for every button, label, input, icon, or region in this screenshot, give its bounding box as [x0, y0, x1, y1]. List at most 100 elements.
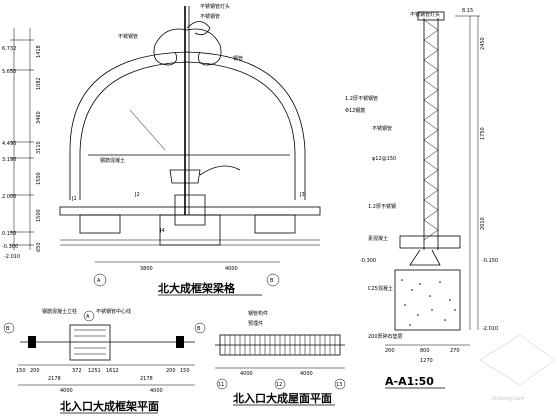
mark-j2: J2 [134, 192, 140, 198]
section-cap [399, 235, 461, 249]
section-callout-7: C25混凝土 [368, 285, 393, 292]
section-scale-dim-1: 2450 [480, 37, 486, 50]
section-callout-4: φ12@150 [372, 156, 396, 162]
dim-1082: 1082 [36, 77, 42, 90]
level-2000: 2.000 [2, 194, 16, 200]
level-0300: -0.300 [2, 244, 18, 250]
section-view: 8.15 2450 1750 2010 不锈钢管灯头 1.2厚不锈钢管 Φ12钢… [345, 8, 498, 389]
callout-4: 钢管 [233, 55, 243, 62]
plan1-dim-150b: 150 [180, 368, 190, 374]
plan1-dim-1251: 1251 [88, 368, 101, 374]
level-6732: 6.732 [2, 46, 16, 52]
diag-callout [129, 109, 166, 151]
elevation-title: 北大成框架梁格 [158, 281, 236, 295]
plan2-dim-b: 4000 [300, 371, 313, 377]
plan1-title: 北入口大成框架平面 [60, 399, 159, 413]
section-title: A-A1:50 [385, 375, 434, 388]
callout-5: 钢筋混凝土 [100, 157, 125, 164]
section-neck [409, 249, 441, 266]
base-grid [60, 239, 320, 246]
bottom-dim-4000: 4000 [225, 266, 238, 272]
section-callout-2: Φ12钢筋 [345, 107, 365, 114]
dim-1500b: 1500 [36, 209, 42, 222]
inner-arch [79, 61, 296, 200]
plan2-axis-1: 11 [218, 382, 224, 388]
plan2-callout-1: 钢管构件 [248, 310, 268, 317]
water-arc [199, 165, 241, 176]
dim-3110: 3110 [36, 141, 42, 154]
plan1-center-box [69, 324, 111, 361]
plan1-post-right [176, 336, 184, 348]
section-left-dim-1: -0.300 [360, 258, 376, 264]
plan1-axis-circle-left [3, 322, 15, 334]
plan1-axis-right: B [197, 326, 201, 332]
axis-circle-a [93, 273, 107, 287]
mark-j4: J4 [159, 228, 165, 234]
plan1-view: B A B 钢筋混凝土立柱 不锈钢管中心线 150 200 372 1251 1… [3, 308, 206, 414]
mast-cap [417, 11, 445, 21]
section-dim-800: 800 [420, 348, 430, 354]
plan1-axis-left: B [6, 326, 10, 332]
plan2-axis-circle-1 [216, 378, 228, 390]
plan1-dim-150: 150 [16, 368, 26, 374]
plan2-axis-circle-2 [274, 378, 286, 390]
ground-beam [59, 206, 321, 216]
plan1-dim-1612: 1612 [106, 368, 119, 374]
plan1-axis-mid: A [86, 314, 90, 320]
plan2-view: 钢管构件 预埋件 4000 4000 11 12 13 北入口大成屋面平面 [215, 310, 346, 406]
plan1-axis-circle-mid [83, 310, 95, 322]
plan1-total-2: 4000 [150, 388, 163, 394]
section-callout-6: 素混凝土 [368, 235, 388, 242]
section-right-dim-2: -2.010 [482, 326, 498, 332]
footing-stipple [401, 279, 456, 326]
leaf-ornament [186, 21, 211, 36]
plan1-total: 4000 [60, 388, 73, 394]
watermark-text: zhulong.com [492, 396, 524, 402]
plan2-title: 北入口大成屋面平面 [233, 391, 332, 405]
level-2010: -2.010 [4, 254, 20, 260]
pedestal [174, 194, 206, 226]
section-dim-270: 270 [450, 348, 460, 354]
bottom-dim-3800: 3800 [140, 266, 153, 272]
section-dim-200: 200 [385, 348, 395, 354]
elevation-view: 6.732 5.650 4.490 3.190 2.000 0.150 -0.3… [2, 3, 321, 296]
plan2-hatch [224, 335, 336, 355]
left-dim-ticks [10, 39, 34, 246]
plan1-dim-372: 372 [72, 368, 82, 374]
section-scale-dim-3: 2010 [480, 217, 486, 230]
section-top-dim: 8.15 [462, 8, 473, 14]
section-right-dim-1: -0.150 [482, 258, 498, 264]
dim-650: 650 [36, 242, 42, 252]
plan1-axis-circle-right [194, 322, 206, 334]
mark-j1: J1 [71, 196, 77, 202]
level-4490: 4.490 [2, 141, 16, 147]
plan1-dim-2178a: 2178 [48, 376, 61, 382]
plan1-dim-200b: 200 [166, 368, 176, 374]
footing-right [254, 214, 296, 234]
section-callout-8: 200厚碎石垫层 [368, 333, 403, 340]
scroll-right [186, 28, 222, 66]
watermark-logo [479, 334, 556, 386]
section-callout-3: 不锈钢管 [372, 125, 392, 132]
footing-center [159, 214, 221, 246]
fountain-bowl [169, 169, 201, 184]
watermark: zhulong.com [479, 334, 556, 402]
dim-1418: 1418 [36, 45, 42, 58]
plan1-post-left [28, 336, 36, 348]
mark-j3: J3 [299, 192, 305, 198]
callout-2: 不锈钢管 [200, 13, 220, 20]
section-callout-1: 1.2厚不锈钢管 [345, 95, 378, 102]
callout-1: 不锈钢管灯头 [200, 3, 230, 10]
outer-arch [69, 51, 306, 200]
plan1-stipple [74, 329, 106, 355]
footing-left [79, 214, 121, 234]
mast-lattice [423, 19, 439, 241]
dim-1500a: 1500 [36, 172, 42, 185]
plan1-callout-2: 不锈钢管中心线 [96, 308, 131, 315]
level-0150: 0.150 [2, 231, 16, 237]
scroll-left [153, 28, 188, 66]
axis-circle-b [266, 273, 280, 287]
axis-b: B [270, 278, 274, 284]
plan2-axis-2: 12 [276, 382, 282, 388]
